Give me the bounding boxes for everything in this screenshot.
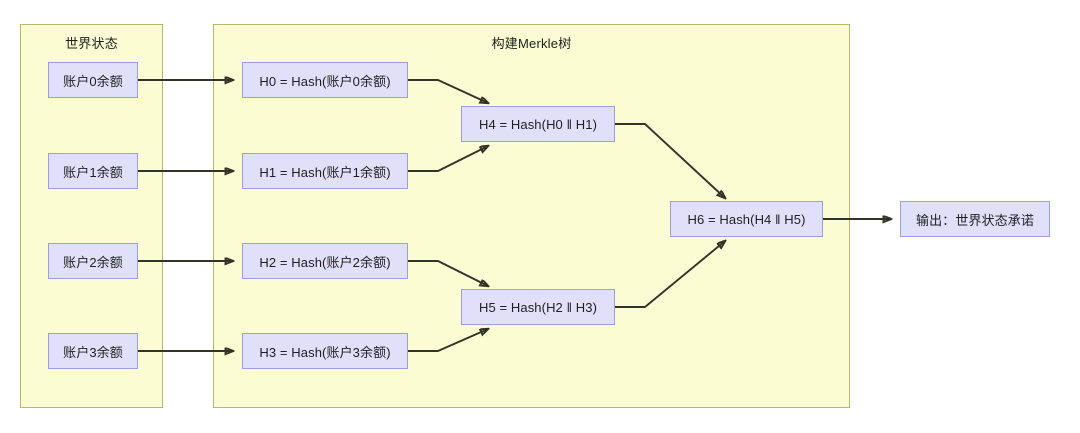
node-h3[interactable]: H3 = Hash(账户3余额) bbox=[242, 333, 408, 369]
node-h1[interactable]: H1 = Hash(账户1余额) bbox=[242, 153, 408, 189]
node-label: H5 = Hash(H2 ‖ H3) bbox=[478, 299, 598, 315]
node-account-0[interactable]: 账户0余额 bbox=[48, 62, 138, 98]
node-h0[interactable]: H0 = Hash(账户0余额) bbox=[242, 62, 408, 98]
node-label: 账户0余额 bbox=[63, 73, 123, 89]
node-label: H3 = Hash(账户3余额) bbox=[259, 344, 391, 360]
node-h4[interactable]: H4 = Hash(H0 ‖ H1) bbox=[461, 106, 615, 142]
node-account-2[interactable]: 账户2余额 bbox=[48, 243, 138, 279]
node-account-1[interactable]: 账户1余额 bbox=[48, 153, 138, 189]
group-title-world-state: 世界状态 bbox=[65, 36, 118, 51]
node-label: H4 = Hash(H0 ‖ H1) bbox=[478, 116, 598, 132]
node-account-3[interactable]: 账户3余额 bbox=[48, 333, 138, 369]
node-label: H6 = Hash(H4 ‖ H5) bbox=[687, 211, 806, 227]
node-label: 账户3余额 bbox=[63, 344, 123, 360]
node-label: 输出：世界状态承诺 bbox=[916, 212, 1034, 228]
node-label: 账户1余额 bbox=[63, 164, 123, 180]
node-output-state-commitment[interactable]: 输出：世界状态承诺 bbox=[900, 201, 1050, 237]
node-label: 账户2余额 bbox=[63, 254, 123, 270]
node-h5[interactable]: H5 = Hash(H2 ‖ H3) bbox=[461, 289, 615, 325]
node-h2[interactable]: H2 = Hash(账户2余额) bbox=[242, 243, 408, 279]
node-label: H1 = Hash(账户1余额) bbox=[259, 164, 391, 180]
node-label: H2 = Hash(账户2余额) bbox=[259, 254, 391, 270]
node-h6-root[interactable]: H6 = Hash(H4 ‖ H5) bbox=[670, 201, 823, 237]
group-title-merkle-build: 构建Merkle树 bbox=[491, 36, 572, 51]
node-label: H0 = Hash(账户0余额) bbox=[259, 73, 391, 89]
